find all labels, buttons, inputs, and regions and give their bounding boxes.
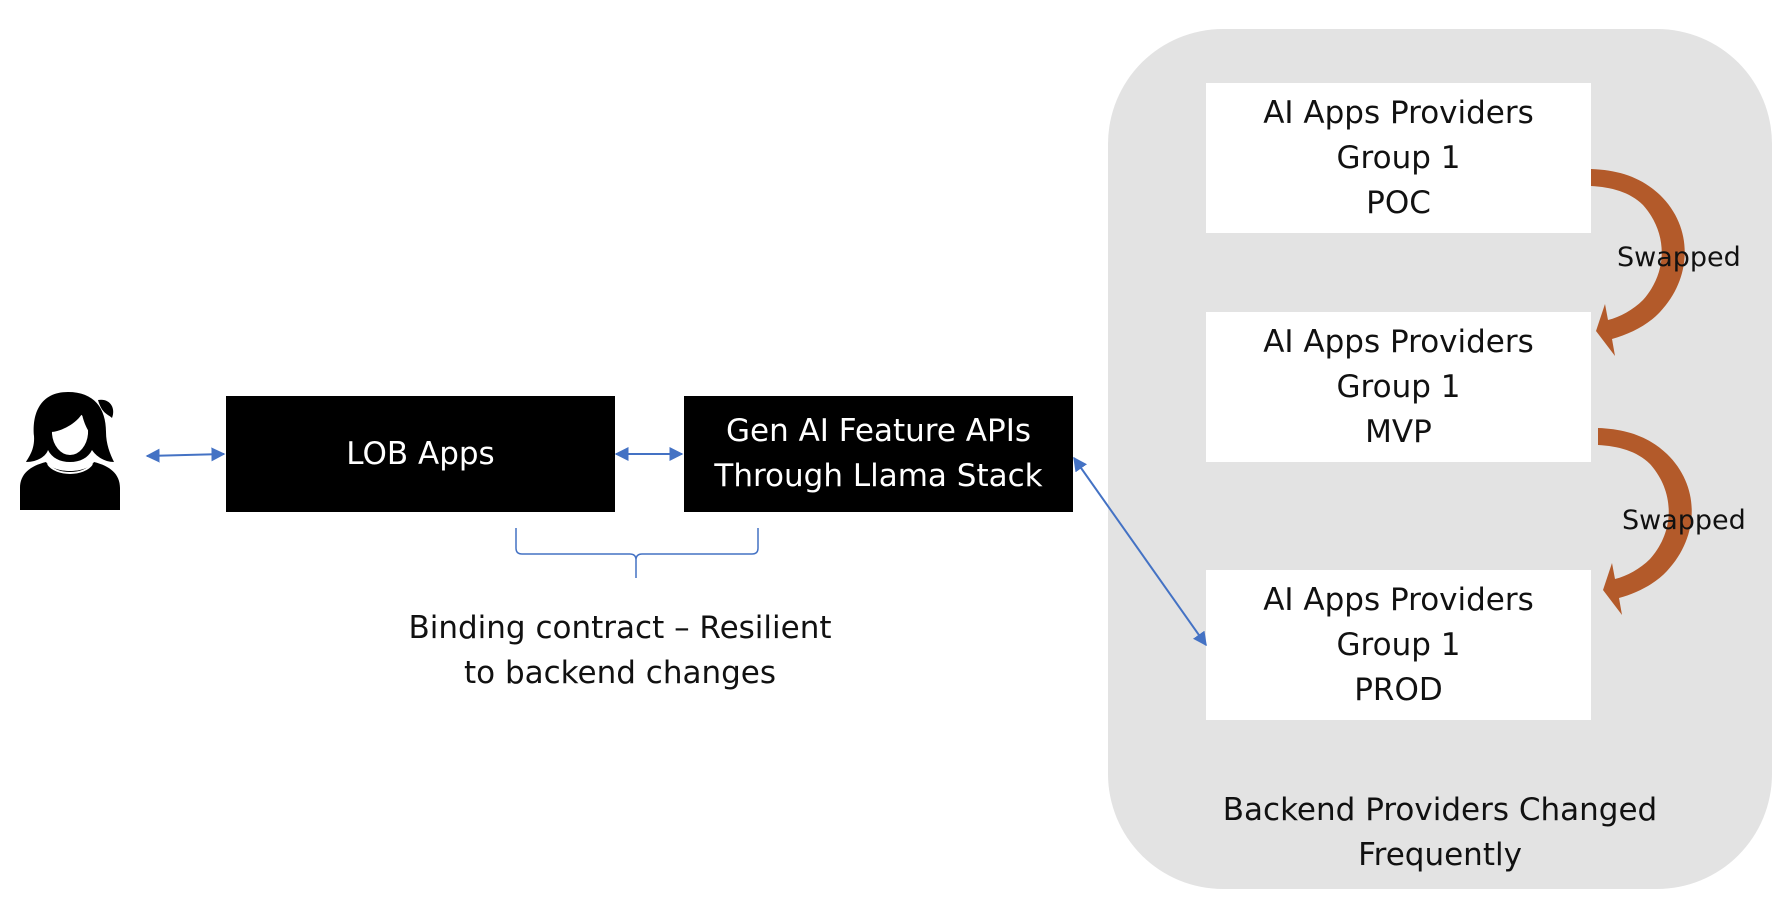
lob-apps-box[interactable]: LOB Apps	[226, 396, 615, 512]
lob-apps-label: LOB Apps	[346, 435, 495, 472]
provider-stage: PROD	[1354, 671, 1443, 708]
provider-group: Group 1	[1336, 368, 1461, 405]
user-icon	[20, 392, 120, 510]
provider-name: AI Apps Providers	[1263, 581, 1534, 618]
swap-label-1: Swapped	[1617, 242, 1741, 273]
provider-stage: MVP	[1365, 413, 1432, 450]
swap-arrow-mvp-prod	[1598, 428, 1692, 615]
swap-label-2: Swapped	[1622, 505, 1746, 536]
gen-ai-apis-box[interactable]: Gen AI Feature APIs Through Llama Stack	[684, 396, 1073, 512]
binding-contract-line1: Binding contract – Resilient	[408, 610, 832, 646]
provider-box-poc[interactable]: AI Apps Providers Group 1 POC	[1206, 83, 1591, 233]
swap-arrow-poc-mvp	[1591, 169, 1685, 356]
panel-caption: Backend Providers Changed Frequently	[1160, 788, 1720, 878]
user-lob-connector	[145, 447, 226, 463]
binding-contract-line2: to backend changes	[463, 655, 777, 691]
gen-ai-apis-line1: Gen AI Feature APIs	[726, 413, 1031, 449]
provider-name: AI Apps Providers	[1263, 323, 1534, 360]
provider-box-mvp[interactable]: AI Apps Providers Group 1 MVP	[1206, 312, 1591, 462]
provider-group: Group 1	[1336, 626, 1461, 663]
provider-stage: POC	[1366, 184, 1431, 221]
api-provider-connector	[1073, 456, 1207, 647]
binding-brace	[515, 528, 759, 578]
provider-name: AI Apps Providers	[1263, 94, 1534, 131]
provider-group: Group 1	[1336, 139, 1461, 176]
binding-contract-caption: Binding contract – Resilient to backend …	[380, 606, 860, 696]
panel-caption-line2: Frequently	[1358, 837, 1522, 873]
panel-caption-line1: Backend Providers Changed	[1222, 792, 1658, 828]
gen-ai-apis-line2: Through Llama Stack	[714, 458, 1043, 494]
provider-box-prod[interactable]: AI Apps Providers Group 1 PROD	[1206, 570, 1591, 720]
